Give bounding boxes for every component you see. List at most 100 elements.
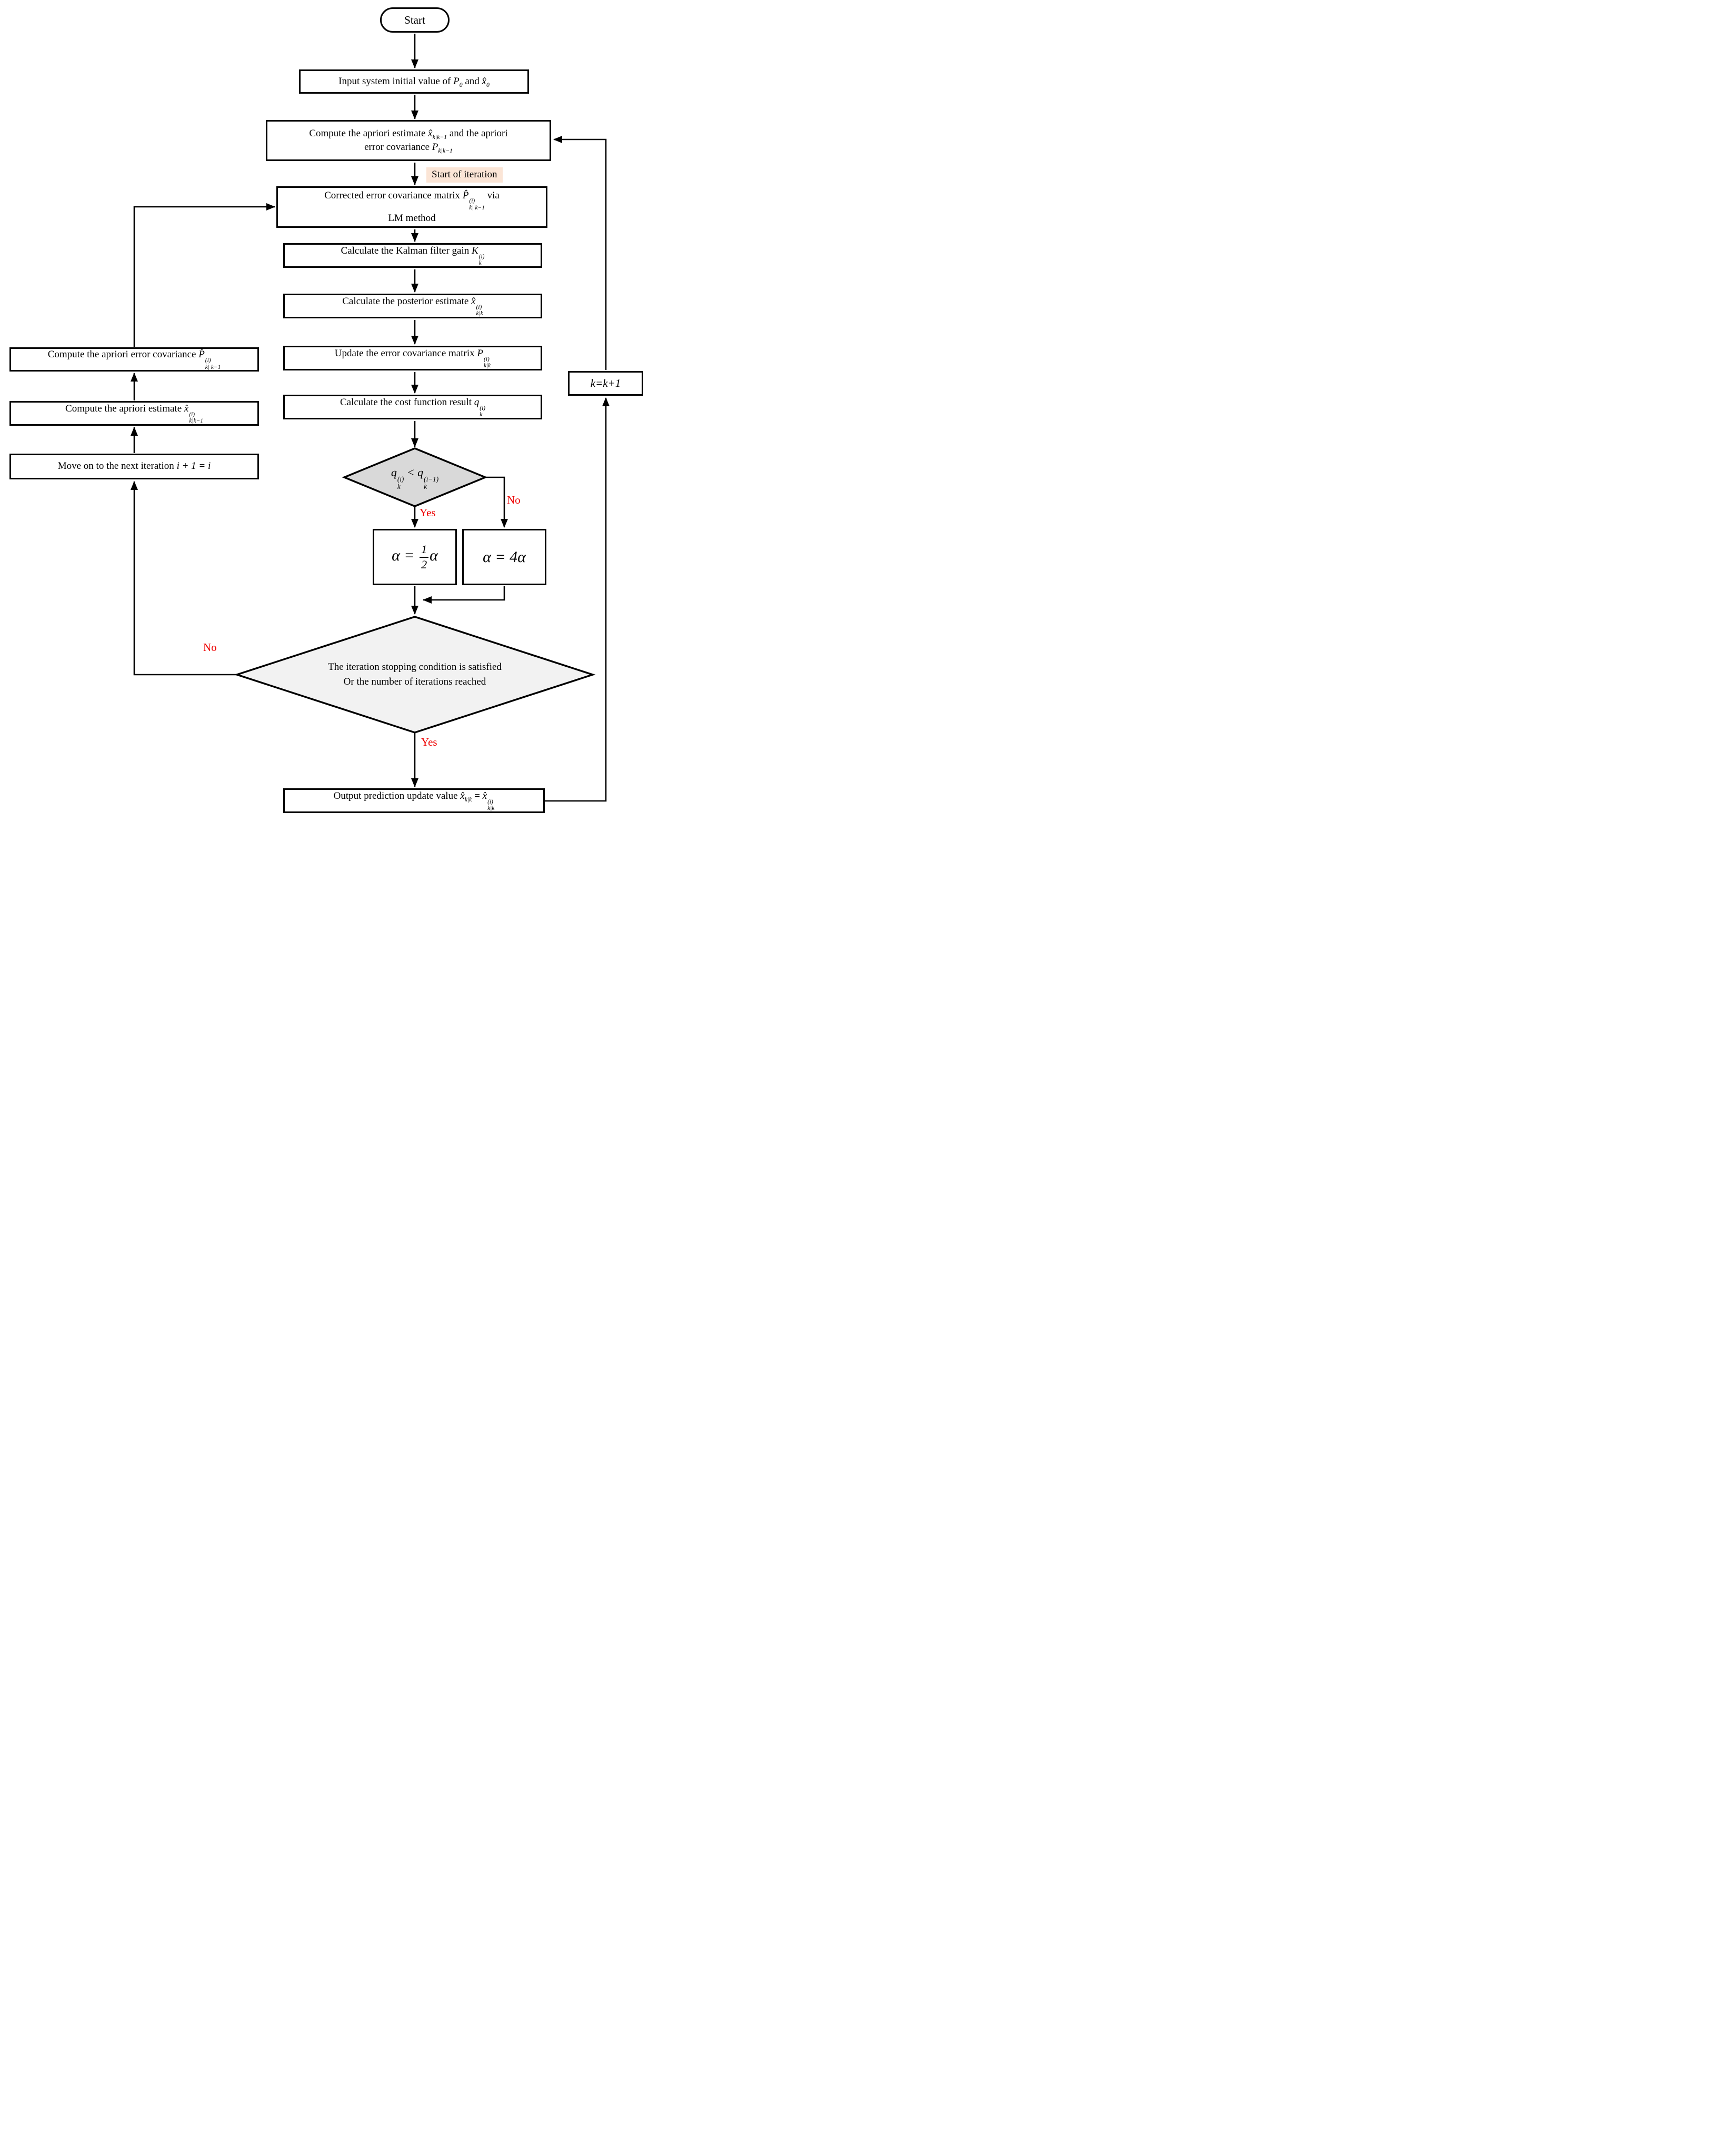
math-var: P (432, 142, 438, 153)
posterior-estimate-box: Calculate the posterior estimate x̂(i)k|… (283, 294, 542, 318)
start-terminator: Start (380, 7, 450, 33)
math-operator: = (400, 547, 419, 565)
compute-apriori-box: Compute the apriori estimate x̂k|k−1 and… (266, 120, 551, 161)
formula-text: and the apriori (447, 127, 508, 139)
start-of-iteration-label: Start of iteration (426, 167, 503, 183)
connector-line (131, 481, 237, 676)
formula-text: via (484, 189, 500, 201)
math-supsub: (i)k| k−1 (205, 357, 221, 371)
math-sup: (i) (469, 198, 475, 205)
stop-condition-diamond-label: The iteration stopping condition is sati… (246, 649, 583, 700)
math-var: x̂ (184, 403, 189, 414)
math-sub: k|k (483, 363, 491, 369)
math-operator: = (472, 790, 483, 801)
math-formula: i + 1 = i (176, 460, 211, 472)
stop-condition-line1: The iteration stopping condition is sati… (328, 661, 502, 673)
formula-line: Update the error covariance matrix P(i)k… (335, 347, 491, 369)
math-sub: k (480, 412, 483, 418)
formula-line: Output prediction update value x̂k|k = x… (334, 789, 495, 812)
fraction-denominator: 2 (421, 557, 427, 571)
formula-line: Compute the apriori error covariance P̂(… (48, 348, 221, 370)
math-supsub: (i)k (479, 254, 485, 267)
math-sub: k|k (476, 310, 483, 317)
math-sub: k|k−1 (432, 133, 447, 141)
formula-line: Calculate the Kalman filter gain K(i)k (341, 244, 485, 267)
math-sub: k (397, 483, 401, 491)
kalman-gain-box: Calculate the Kalman filter gain K(i)k (283, 243, 542, 268)
math-supsub: (i)k (397, 475, 404, 492)
math-sub: k (424, 483, 427, 491)
formula-text: error covariance (364, 142, 432, 153)
math-var: x̂ (482, 75, 486, 87)
no-label-stop: No (203, 641, 217, 654)
math-sup: (i) (480, 405, 486, 412)
formula-text: Corrected error covariance matrix (324, 189, 463, 201)
math-sub: k| k−1 (205, 364, 221, 370)
math-var: x̂ (471, 295, 476, 307)
connector-line (133, 203, 275, 347)
math-var: P (453, 75, 460, 87)
yes-label-q: Yes (420, 506, 436, 519)
math-sup: (i) (487, 798, 493, 805)
math-var: x̂ (460, 790, 465, 801)
fraction-numerator: 1 (420, 543, 429, 558)
formula-text: Compute the apriori estimate (309, 127, 428, 139)
corrected-covariance-box: Corrected error covariance matrix P̂(i)k… (276, 186, 547, 228)
k-increment-box: k=k+1 (568, 371, 643, 396)
connector-line (545, 397, 610, 802)
formula-line: Corrected error covariance matrix P̂(i)k… (324, 189, 500, 212)
math-var: α (392, 547, 400, 565)
math-var: K (472, 245, 478, 256)
math-supsub: (i)k (480, 405, 485, 419)
q-condition-diamond (342, 447, 488, 507)
math-sub: 0 (486, 81, 490, 88)
math-sub: 0 (459, 81, 463, 88)
formula-text: Calculate the cost function result (340, 396, 474, 408)
math-sup: (i) (478, 253, 485, 260)
formula-text: and (462, 75, 482, 87)
connector-lines (131, 34, 610, 802)
next-iteration-box: Move on to the next iteration i + 1 = i (9, 454, 259, 479)
math-sup: (i) (397, 475, 404, 483)
math-sub: k (478, 260, 482, 267)
formula-text: Calculate the posterior estimate (342, 295, 472, 307)
start-of-iteration-text: Start of iteration (432, 169, 497, 180)
math-var: q (474, 396, 480, 408)
formula-line: Calculate the cost function result q(i)k (340, 396, 485, 418)
math-supsub: (i)k|k (487, 799, 494, 813)
math-supsub: (i)k| k−1 (469, 198, 484, 212)
formula-line: Calculate the posterior estimate x̂(i)k|… (342, 295, 483, 317)
connector-line (423, 586, 505, 604)
math-sub: k|k−1 (189, 418, 203, 425)
yes-label-stop: Yes (421, 736, 437, 748)
math-var: P̂ (198, 349, 205, 360)
formula-line: Compute the apriori estimate x̂k|k−1 and… (309, 127, 507, 141)
math-sub: k|k−1 (438, 147, 453, 154)
math-var: P̂ (462, 189, 469, 201)
stop-condition-diamond (234, 616, 596, 734)
alpha-quad-formula: α = 4α (483, 548, 526, 566)
apriori-covariance-box: Compute the apriori error covariance P̂(… (9, 347, 259, 372)
start-label: Start (404, 13, 425, 26)
formula-text: Output prediction update value (333, 790, 461, 801)
math-supsub: (i−1)k (424, 475, 438, 492)
formula-line: error covariance Pk|k−1 (364, 141, 453, 154)
update-covariance-box: Update the error covariance matrix P(i)k… (283, 346, 542, 370)
math-sub: k|k (487, 805, 495, 812)
math-var: x̂ (482, 790, 487, 801)
math-sub: k|k (464, 796, 472, 803)
input-box: Input system initial value of P0 and x̂0 (299, 69, 529, 94)
math-supsub: (i)k|k−1 (189, 412, 203, 425)
formula-text: Move on to the next iteration (57, 460, 177, 472)
math-sup: (i) (189, 411, 195, 418)
formula-text: Compute the apriori estimate (65, 403, 184, 414)
k-increment-formula: k=k+1 (590, 377, 621, 390)
math-var: q (417, 465, 424, 479)
math-var: P (477, 347, 483, 359)
formula-line: LM method (388, 212, 436, 224)
connector-line (485, 476, 508, 528)
input-formula: Input system initial value of P0 and x̂0 (338, 75, 490, 88)
alpha-quad-box: α = 4α (462, 529, 546, 585)
formula-text: Calculate the Kalman filter gain (341, 245, 472, 256)
